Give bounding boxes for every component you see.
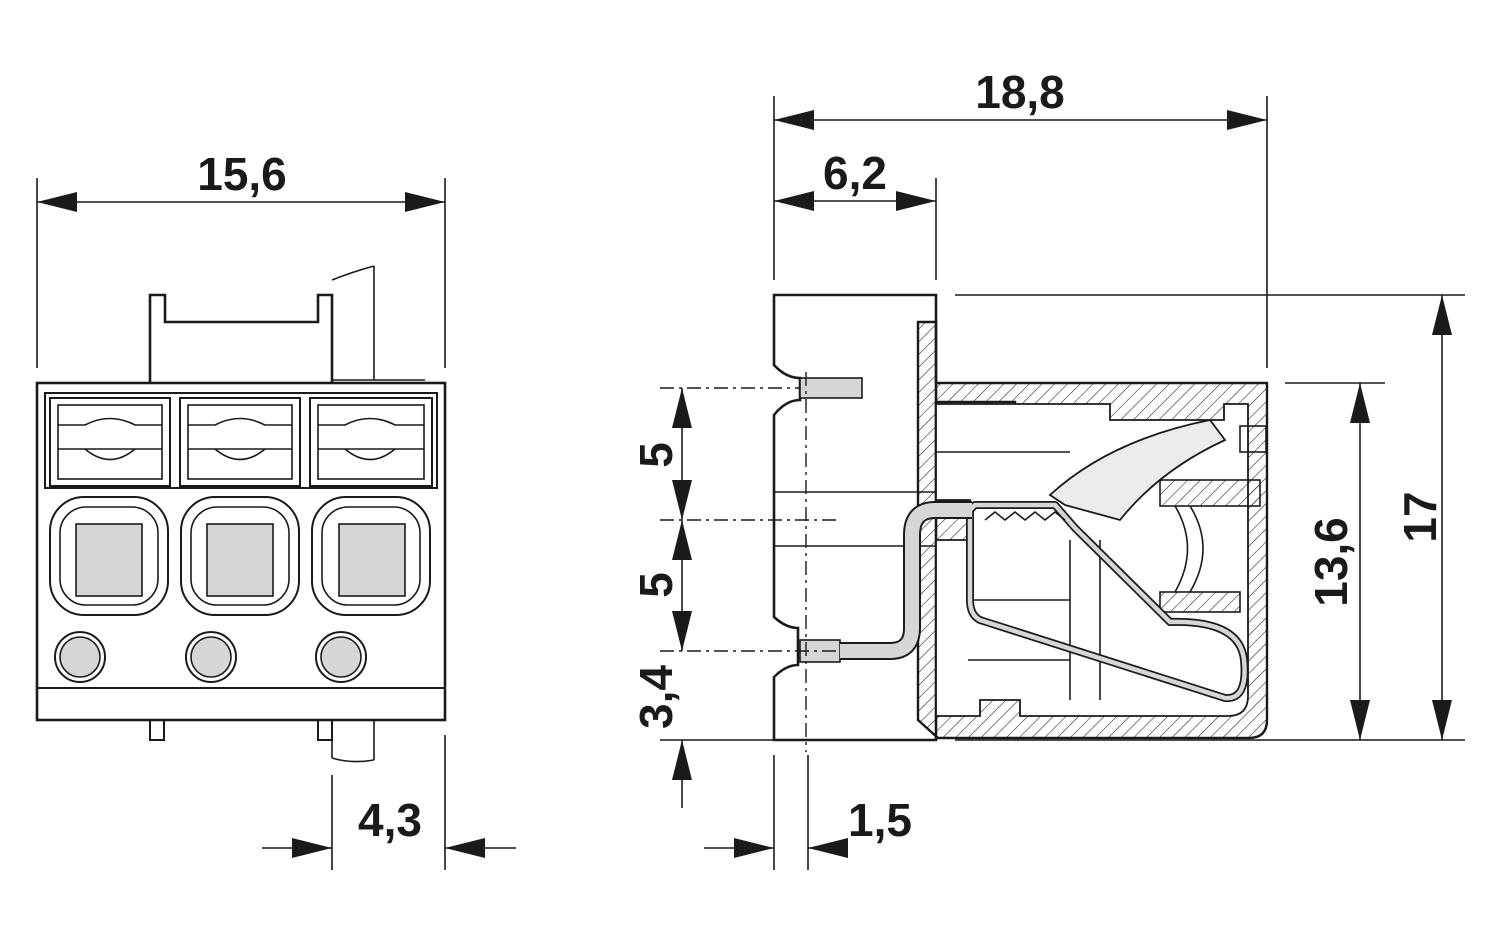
front-body — [35, 381, 447, 722]
dim-line-head — [774, 191, 936, 211]
actuator-slot — [179, 397, 301, 487]
dim-label-pin-spacing-lower: 5 — [630, 572, 682, 598]
actuator-slot — [309, 397, 433, 487]
dim-label-pin-spacing-upper: 5 — [630, 442, 682, 468]
dim-label-head: 6,2 — [823, 147, 887, 199]
header-block — [772, 293, 938, 742]
test-hole — [54, 631, 106, 683]
wire-entry — [311, 496, 431, 616]
dim-line-total-height — [1432, 295, 1452, 740]
dim-label-pin-offset: 1,5 — [848, 794, 912, 846]
dim-label-width: 15,6 — [197, 148, 287, 200]
wire-entry — [49, 496, 169, 616]
dim-line-width — [37, 192, 445, 212]
dim-line-pitch — [262, 838, 516, 858]
dim-label-body-height: 13,6 — [1305, 517, 1357, 607]
dim-label-bottom-offset: 3,4 — [630, 665, 682, 729]
front-view: 15,6 — [35, 148, 516, 870]
test-hole — [185, 631, 237, 683]
side-view: 18,8 6,2 — [630, 66, 1465, 870]
dim-line-pin-spacing — [672, 388, 692, 808]
dim-line-pin-offset — [704, 838, 848, 858]
dim-line-length — [774, 110, 1267, 130]
dim-label-total-height: 17 — [1394, 491, 1446, 542]
dim-label-pitch: 4,3 — [358, 794, 422, 846]
wire-entry — [180, 496, 300, 616]
dim-label-length: 18,8 — [975, 66, 1065, 118]
test-hole — [315, 631, 367, 683]
actuator-slot — [49, 397, 171, 487]
dim-line-body-height — [1350, 383, 1370, 740]
